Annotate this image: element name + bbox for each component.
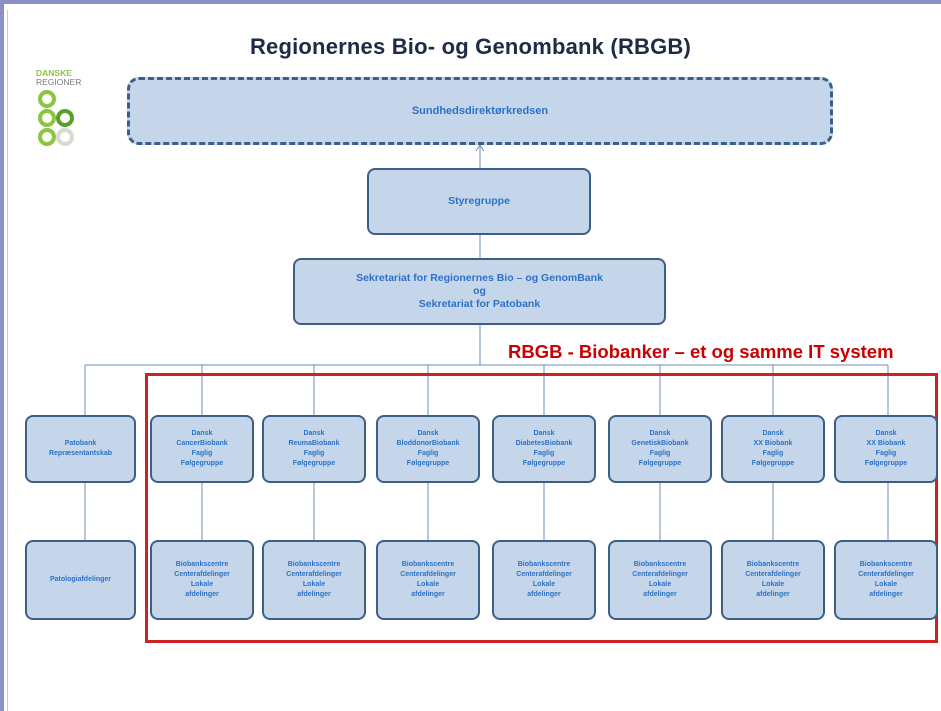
patobank-label: Patobank Repræsentantskab — [48, 440, 113, 457]
biobank-centre-label: Biobankscentre Centerafdelinger Lokale a… — [400, 561, 456, 598]
biobank-centre-label: Biobankscentre Centerafdelinger Lokale a… — [745, 561, 801, 598]
biobank-centre-label: Biobankscentre Centerafdelinger Lokale a… — [858, 561, 914, 598]
biobank-centre-box: Biobankscentre Centerafdelinger Lokale a… — [492, 540, 596, 620]
patologiafdelinger-label: Patologiafdelinger — [49, 576, 112, 583]
biobank-centre-box: Biobankscentre Centerafdelinger Lokale a… — [608, 540, 712, 620]
biobank-box: Dansk XX Biobank Faglig Følgegruppe — [834, 415, 938, 483]
page-title: Regionernes Bio- og Genombank (RBGB) — [249, 34, 692, 59]
biobank-label: Dansk XX Biobank Faglig Følgegruppe — [864, 430, 908, 467]
biobank-centre-label: Biobankscentre Centerafdelinger Lokale a… — [516, 561, 572, 598]
biobank-label: Dansk CancerBiobank Faglig Følgegruppe — [176, 430, 228, 467]
patobank-box: Patobank Repræsentantskab — [25, 415, 136, 483]
logo-text: DANSKE REGIONER — [36, 69, 81, 87]
sundhedsdirektorkredsen-box: Sundhedsdirektørkredsen — [127, 77, 833, 145]
rbgb-it-system-group — [145, 373, 938, 643]
biobank-centre-box: Biobankscentre Centerafdelinger Lokale a… — [721, 540, 825, 620]
frame-left-inner-line — [7, 10, 8, 711]
logo-line-2: REGIONER — [36, 77, 82, 87]
sekretariat-label: Sekretariat for Regionernes Bio – og Gen… — [356, 272, 603, 310]
sekretariat-box: Sekretariat for Regionernes Bio – og Gen… — [293, 258, 666, 325]
biobank-box: Dansk DiabetesBiobank Faglig Følgegruppe — [492, 415, 596, 483]
biobank-box: Dansk XX Biobank Faglig Følgegruppe — [721, 415, 825, 483]
sundhedsdirektorkredsen-label: Sundhedsdirektørkredsen — [411, 105, 549, 117]
biobank-centre-box: Biobankscentre Centerafdelinger Lokale a… — [834, 540, 938, 620]
biobank-label: Dansk ReumaBiobank Faglig Følgegruppe — [288, 430, 340, 467]
styregruppe-label: Styregruppe — [448, 195, 510, 207]
biobank-label: Dansk DiabetesBiobank Faglig Følgegruppe — [515, 430, 573, 467]
biobank-centre-label: Biobankscentre Centerafdelinger Lokale a… — [174, 561, 230, 598]
biobank-box: Dansk CancerBiobank Faglig Følgegruppe — [150, 415, 254, 483]
biobank-box: Dansk GenetiskBiobank Faglig Følgegruppe — [608, 415, 712, 483]
patologiafdelinger-box: Patologiafdelinger — [25, 540, 136, 620]
biobank-centre-box: Biobankscentre Centerafdelinger Lokale a… — [150, 540, 254, 620]
biobank-centre-label: Biobankscentre Centerafdelinger Lokale a… — [632, 561, 688, 598]
biobank-label: Dansk XX Biobank Faglig Følgegruppe — [751, 430, 795, 467]
biobank-label: Dansk BloddonorBiobank Faglig Følgegrupp… — [396, 430, 460, 467]
biobank-box: Dansk ReumaBiobank Faglig Følgegruppe — [262, 415, 366, 483]
biobank-centre-label: Biobankscentre Centerafdelinger Lokale a… — [286, 561, 342, 598]
frame-left-border — [0, 0, 4, 711]
rbgb-it-system-label: RBGB - Biobanker – et og samme IT system — [508, 341, 894, 362]
biobank-box: Dansk BloddonorBiobank Faglig Følgegrupp… — [376, 415, 480, 483]
biobank-label: Dansk GenetiskBiobank Faglig Følgegruppe — [631, 430, 689, 467]
frame-top-border — [0, 0, 941, 4]
biobank-centre-box: Biobankscentre Centerafdelinger Lokale a… — [262, 540, 366, 620]
danske-regioner-logo-icon — [38, 90, 74, 146]
logo-line-1: DANSKE — [36, 68, 72, 78]
styregruppe-box: Styregruppe — [367, 168, 591, 235]
biobank-centre-box: Biobankscentre Centerafdelinger Lokale a… — [376, 540, 480, 620]
